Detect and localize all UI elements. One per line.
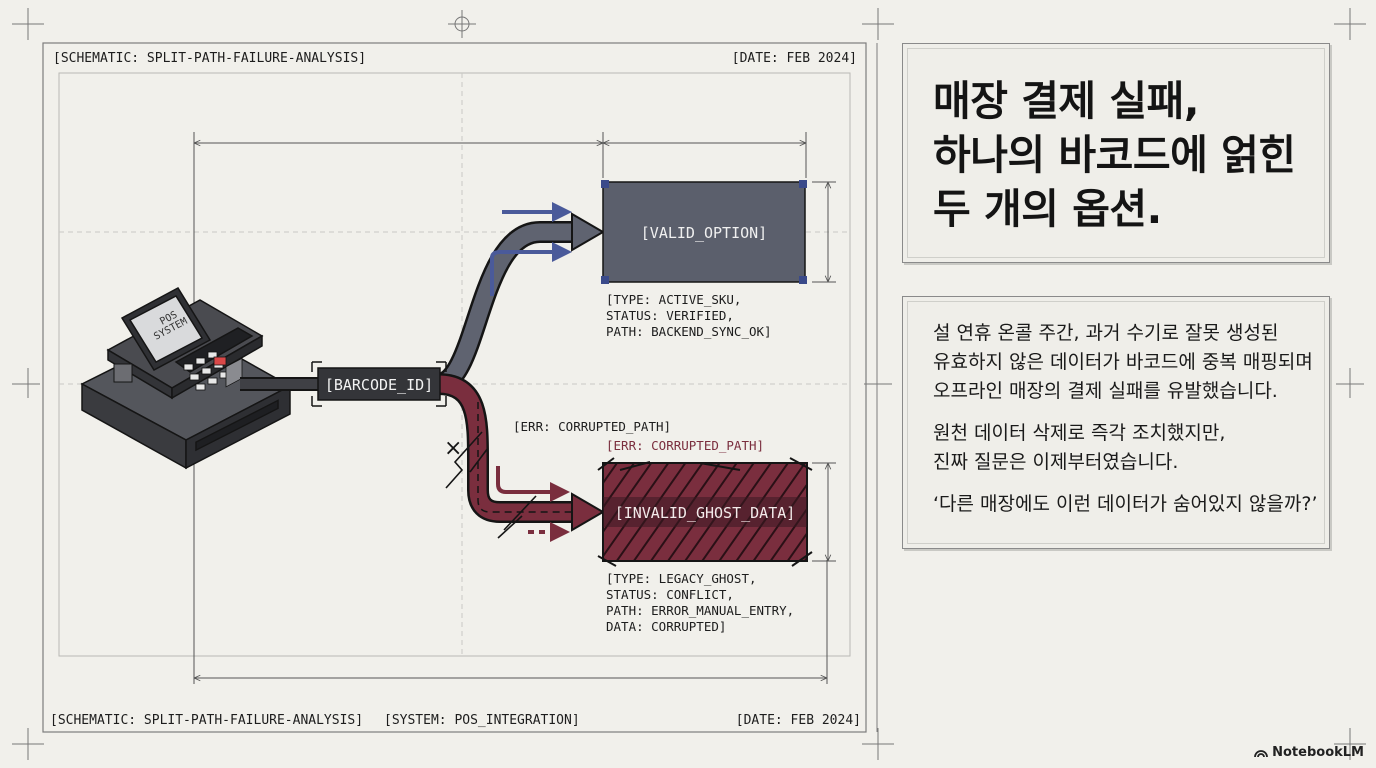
barcode-id-label: [BARCODE_ID]	[325, 376, 433, 394]
break-mark: ×	[444, 436, 462, 461]
barcode-id-box	[317, 367, 441, 401]
body-paragraph-2: 원천 데이터 삭제로 즉각 조치했지만, 진짜 질문은 이제부터였습니다.	[933, 419, 1325, 477]
schematic-system-label: [SYSTEM: POS_INTEGRATION]	[384, 713, 580, 728]
valid-path-arrowhead	[571, 212, 605, 252]
body-text: 설 연휴 온콜 주간, 과거 수기로 잘못 생성된 유효하지 않은 데이터가 바…	[933, 319, 1325, 532]
valid-option-label: [VALID_OPTION]	[641, 224, 767, 242]
notebooklm-logo-icon	[1254, 750, 1269, 758]
invalid-meta-line-3: PATH: ERROR_MANUAL_ENTRY,	[606, 603, 794, 618]
invalid-meta-line-1: [TYPE: LEGACY_GHOST,	[606, 571, 757, 586]
schematic-label-bottom-left: [SCHEMATIC: SPLIT-PATH-FAILURE-ANALYSIS]	[50, 713, 364, 728]
valid-option-box	[602, 181, 806, 283]
schematic-frame	[42, 42, 867, 733]
pos-terminal	[80, 287, 292, 470]
body-p1-line-2: 유효하지 않은 데이터가 바코드에 중복 매핑되며	[933, 351, 1313, 373]
body-paragraph-1: 설 연휴 온콜 주간, 과거 수기로 잘못 생성된 유효하지 않은 데이터가 바…	[933, 319, 1325, 406]
body-paragraph-3: ‘다른 매장에도 이런 데이터가 숨어있지 않을까?’	[933, 490, 1325, 519]
body-p2-line-2: 진짜 질문은 이제부터였습니다.	[933, 451, 1179, 473]
body-p1-line-3: 오프라인 매장의 결제 실패를 유발했습니다.	[933, 380, 1278, 402]
break-cracks	[445, 431, 537, 539]
inner-frame	[58, 72, 851, 657]
title-line-1: 매장 결제 실패,	[933, 77, 1199, 125]
title-line-2: 하나의 바코드에 얽힌	[933, 131, 1296, 179]
body-p2-line-1: 원천 데이터 삭제로 즉각 조치했지만,	[933, 422, 1226, 444]
invalid-path-arrowhead	[571, 492, 605, 532]
err-label-1: [ERR: CORRUPTED_PATH]	[513, 419, 671, 434]
invalid-flow-arrow-1	[496, 466, 570, 502]
invalid-meta-line-2: STATUS: CONFLICT,	[606, 587, 734, 602]
valid-flow-arrow-under	[490, 242, 572, 296]
brand-watermark: NotebookLM	[1254, 745, 1364, 760]
slide-title: 매장 결제 실패, 하나의 바코드에 얽힌 두 개의 옵션.	[933, 74, 1323, 236]
err-label-2: [ERR: CORRUPTED_PATH]	[606, 438, 764, 453]
body-p1-line-1: 설 연휴 온콜 주간, 과거 수기로 잘못 생성된	[933, 322, 1279, 344]
valid-meta-line-2: STATUS: VERIFIED,	[606, 308, 734, 323]
valid-meta-line-1: [TYPE: ACTIVE_SKU,	[606, 292, 741, 307]
body-p3-line-1: ‘다른 매장에도 이런 데이터가 숨어있지 않을까?’	[933, 493, 1318, 515]
schematic-label-top-left: [SCHEMATIC: SPLIT-PATH-FAILURE-ANALYSIS]	[53, 51, 367, 66]
title-line-3: 두 개의 옵션.	[933, 185, 1162, 233]
valid-meta-line-3: PATH: BACKEND_SYNC_OK]	[606, 324, 772, 339]
schematic-date-top-right: [DATE: FEB 2024]	[731, 51, 857, 66]
invalid-meta-line-4: DATA: CORRUPTED]	[606, 619, 726, 634]
invalid-ghost-label: [INVALID_GHOST_DATA]	[615, 504, 796, 522]
schematic-date-bottom-right: [DATE: FEB 2024]	[735, 713, 861, 728]
body-card: 설 연휴 온콜 주간, 과거 수기로 잘못 생성된 유효하지 않은 데이터가 바…	[902, 296, 1330, 549]
brand-name: NotebookLM	[1272, 745, 1364, 760]
title-card: 매장 결제 실패, 하나의 바코드에 얽힌 두 개의 옵션.	[902, 43, 1330, 263]
registration-marks	[12, 8, 1366, 760]
